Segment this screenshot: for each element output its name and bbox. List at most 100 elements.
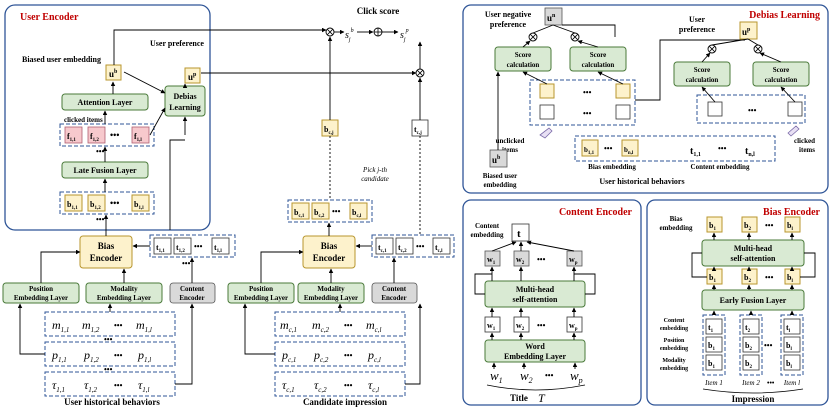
bias-embeddings-group — [59, 191, 155, 215]
svg-text:calculation: calculation — [686, 76, 719, 84]
svg-text:self-attention: self-attention — [731, 254, 776, 263]
svg-text:•••: ••• — [182, 259, 191, 268]
left-behaviors: Bias Encoder t1,1 t1,2 ••• t1,l ••• Posi… — [2, 214, 236, 407]
svg-text:•••: ••• — [344, 381, 353, 390]
svg-text:ub: ub — [492, 155, 501, 165]
svg-text:bc,2: bc,2 — [314, 208, 325, 219]
svg-text:•••: ••• — [537, 321, 546, 330]
svg-text:•••: ••• — [114, 351, 123, 360]
svg-text:•••: ••• — [96, 215, 105, 224]
svg-text:m1,l: m1,l — [136, 318, 152, 334]
svg-text:Content: Content — [382, 285, 407, 293]
svg-text:bl: bl — [787, 221, 793, 232]
svg-text:sjp: sjp — [400, 28, 409, 43]
svg-text:pc,l: pc,l — [367, 348, 381, 364]
svg-text:embedding: embedding — [470, 231, 504, 239]
user-encoder-title: User Encoder — [20, 12, 79, 23]
svg-text:Word: Word — [525, 342, 545, 351]
svg-text:w2: w2 — [520, 368, 533, 385]
svg-text:Early Fusion Layer: Early Fusion Layer — [720, 296, 787, 305]
svg-text:b1: b1 — [709, 221, 716, 232]
svg-text:Biased user: Biased user — [483, 172, 517, 180]
svg-text:Multi-head: Multi-head — [516, 285, 555, 294]
svg-text:•••: ••• — [114, 381, 123, 390]
svg-text:f1,l: f1,l — [134, 132, 142, 143]
svg-text:mc,l: mc,l — [366, 318, 382, 334]
debias-panel-title: Debias Learning — [749, 10, 820, 21]
left-caption: User historical behaviors — [64, 397, 160, 407]
svg-text:b1,l: b1,l — [134, 200, 144, 211]
svg-text:tl: tl — [786, 323, 791, 334]
svg-text:•••: ••• — [537, 255, 546, 264]
svg-text:items: items — [502, 146, 518, 154]
biased-user-embedding-label: Biased user embedding — [22, 55, 101, 64]
svg-text:w2: w2 — [516, 255, 525, 266]
svg-text:Multi-head: Multi-head — [734, 244, 773, 253]
svg-text:Content embedding: Content embedding — [691, 163, 750, 171]
attention-layer-label: Attention Layer — [78, 98, 133, 107]
svg-text:Embedding Layer: Embedding Layer — [97, 294, 151, 302]
svg-text:Score: Score — [694, 66, 711, 74]
biased-user-vector — [105, 64, 122, 81]
svg-text:Encoder: Encoder — [90, 253, 123, 263]
svg-text:Modality: Modality — [317, 285, 345, 293]
content-panel-title: Content Encoder — [559, 207, 633, 218]
svg-text:•••: ••• — [104, 365, 113, 374]
clicked-items-label: clicked items — [64, 116, 103, 124]
svg-text:•••: ••• — [604, 144, 613, 153]
svg-text:b1: b1 — [708, 341, 715, 352]
svg-text:Content: Content — [664, 318, 685, 324]
svg-text:unclicked: unclicked — [496, 137, 525, 145]
svg-text:•••: ••• — [583, 109, 592, 118]
svg-text:pc,1: pc,1 — [281, 348, 296, 364]
user-encoder-panel: User Encoder Biased user embedding ub Us… — [4, 4, 211, 231]
svg-text:mc,2: mc,2 — [312, 318, 330, 334]
bias-panel-caption: Impression — [732, 394, 775, 404]
svg-text:τ1,l: τ1,l — [138, 378, 150, 394]
svg-text:un: un — [547, 13, 556, 23]
candidate-column: Click score sjb sjp bc,j tc,j Pick j-th … — [113, 6, 455, 407]
svg-text:bc,j: bc,j — [324, 125, 334, 136]
svg-text:tc,l: tc,l — [435, 243, 443, 254]
svg-text:preference: preference — [679, 25, 716, 34]
svg-text:f1,1: f1,1 — [67, 132, 76, 143]
svg-text:up: up — [742, 27, 751, 37]
svg-text:•••: ••• — [583, 88, 592, 97]
svg-text:p1,l: p1,l — [137, 348, 151, 364]
svg-text:Content: Content — [180, 285, 205, 293]
svg-text:b1: b1 — [708, 359, 715, 370]
svg-text:embedding: embedding — [659, 224, 693, 232]
debias-learning-panel: Debias Learning User negative preference… — [462, 4, 829, 194]
svg-text:•••: ••• — [718, 144, 727, 153]
svg-text:self-attention: self-attention — [513, 295, 558, 304]
svg-text:Encoder: Encoder — [381, 294, 406, 302]
svg-text:b2: b2 — [744, 221, 751, 232]
svg-text:wp: wp — [570, 368, 583, 385]
bias-encoder-panel: Bias Encoder Bias embedding b1 b2 ••• bl… — [646, 199, 829, 406]
user-preference-vector — [184, 67, 201, 84]
svg-text:sjb: sjb — [345, 28, 354, 43]
svg-text:•••: ••• — [344, 351, 353, 360]
svg-text:Embedding Layer: Embedding Layer — [304, 294, 358, 302]
svg-text:p1,2: p1,2 — [83, 348, 99, 364]
svg-text:Learning: Learning — [169, 103, 201, 112]
svg-text:bn,l: bn,l — [624, 146, 634, 156]
svg-text:Embedding Layer: Embedding Layer — [14, 294, 68, 302]
svg-text:tn,l: tn,l — [745, 146, 755, 158]
svg-text:pc,2: pc,2 — [313, 348, 329, 364]
debias-caption: User historical behaviors — [599, 177, 684, 186]
svg-text:b1,2: b1,2 — [90, 200, 101, 211]
svg-text:calculation: calculation — [765, 76, 798, 84]
svg-text:T: T — [538, 391, 546, 405]
svg-text:•••: ••• — [110, 198, 119, 208]
svg-text:Content: Content — [475, 222, 500, 230]
svg-text:Encoder: Encoder — [179, 294, 204, 302]
svg-text:t: t — [517, 228, 521, 240]
svg-text:wp: wp — [569, 255, 578, 266]
svg-text:preference: preference — [490, 20, 527, 29]
svg-text:bl: bl — [786, 359, 792, 370]
svg-text:p1,1: p1,1 — [51, 348, 67, 364]
content-encoder-left — [169, 282, 216, 304]
svg-text:Item 1: Item 1 — [704, 379, 723, 387]
svg-text:m1,1: m1,1 — [52, 318, 69, 334]
